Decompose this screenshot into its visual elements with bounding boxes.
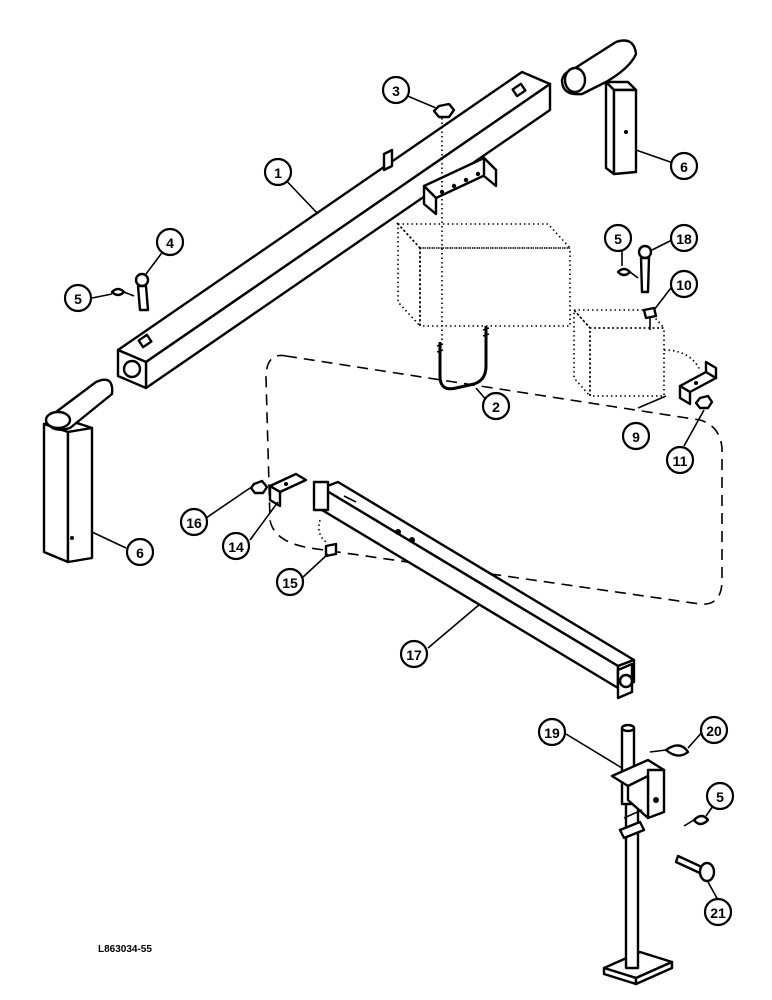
callout-5-right: 5 bbox=[603, 223, 633, 253]
callout-19: 19 bbox=[537, 717, 567, 747]
callout-20: 20 bbox=[699, 715, 729, 745]
part-5-clip-left bbox=[110, 287, 135, 297]
leader-lines bbox=[91, 91, 721, 901]
callout-17: 17 bbox=[399, 639, 429, 669]
svg-text:14: 14 bbox=[228, 539, 244, 555]
svg-text:9: 9 bbox=[632, 429, 640, 445]
callout-6-left: 6 bbox=[125, 537, 155, 567]
part-6-right-post bbox=[560, 39, 638, 176]
part-1-cross-tube bbox=[116, 70, 552, 390]
svg-text:5: 5 bbox=[716, 789, 724, 805]
callout-11: 11 bbox=[665, 445, 695, 475]
callout-21: 21 bbox=[703, 897, 733, 927]
svg-text:18: 18 bbox=[676, 231, 692, 247]
part-14-bracket bbox=[268, 472, 308, 508]
upper-bracket bbox=[422, 156, 498, 216]
svg-text:4: 4 bbox=[166, 235, 174, 251]
callout-1: 1 bbox=[263, 157, 293, 187]
part-2-u-bolt bbox=[436, 326, 490, 391]
svg-text:11: 11 bbox=[673, 453, 688, 469]
callout-15: 15 bbox=[275, 567, 305, 597]
part-3-nut bbox=[432, 102, 456, 350]
assembly-envelope bbox=[265, 354, 723, 605]
callout-5-left: 5 bbox=[63, 283, 93, 313]
part-16-nut bbox=[249, 479, 269, 495]
callout-4: 4 bbox=[155, 227, 185, 257]
callout-16: 16 bbox=[179, 507, 209, 537]
callout-3: 3 bbox=[381, 75, 411, 105]
part-21-pin bbox=[674, 854, 716, 883]
part-11-nut bbox=[694, 394, 714, 410]
callout-14: 14 bbox=[221, 531, 251, 561]
svg-text:3: 3 bbox=[392, 83, 400, 99]
svg-text:2: 2 bbox=[492, 399, 500, 415]
drawing-id: L863034-55 bbox=[98, 944, 152, 955]
svg-text:6: 6 bbox=[136, 545, 144, 561]
part-10-bolt bbox=[642, 306, 658, 330]
svg-text:17: 17 bbox=[406, 647, 422, 663]
svg-text:15: 15 bbox=[282, 575, 298, 591]
callout-2: 2 bbox=[481, 391, 511, 421]
part-6-left-post bbox=[42, 378, 114, 564]
part-19-jack-stand bbox=[602, 723, 674, 986]
svg-text:1: 1 bbox=[274, 165, 282, 181]
phantom-tube-large bbox=[396, 221, 572, 329]
svg-text:5: 5 bbox=[74, 291, 82, 307]
callout-5-stand: 5 bbox=[705, 781, 735, 811]
svg-text:19: 19 bbox=[544, 725, 560, 741]
part-5-clip-right bbox=[616, 267, 639, 279]
svg-text:5: 5 bbox=[614, 231, 622, 247]
part-4-pin bbox=[134, 272, 150, 312]
svg-text:20: 20 bbox=[706, 723, 722, 739]
part-18-pin bbox=[637, 244, 653, 294]
part-9-bracket bbox=[678, 360, 718, 406]
svg-text:6: 6 bbox=[680, 159, 688, 175]
part-20-clip bbox=[649, 744, 690, 757]
svg-text:10: 10 bbox=[676, 277, 692, 293]
callout-18: 18 bbox=[669, 223, 699, 253]
callout-6-right: 6 bbox=[669, 151, 699, 181]
part-5-clip-stand bbox=[683, 814, 710, 827]
part-17-lower-tube bbox=[312, 480, 636, 700]
svg-text:16: 16 bbox=[186, 515, 202, 531]
callout-9: 9 bbox=[621, 421, 651, 451]
part-15-bolt bbox=[318, 519, 338, 558]
callout-10: 10 bbox=[669, 269, 699, 299]
svg-text:21: 21 bbox=[710, 905, 726, 921]
phantom-tube-small bbox=[572, 307, 701, 399]
